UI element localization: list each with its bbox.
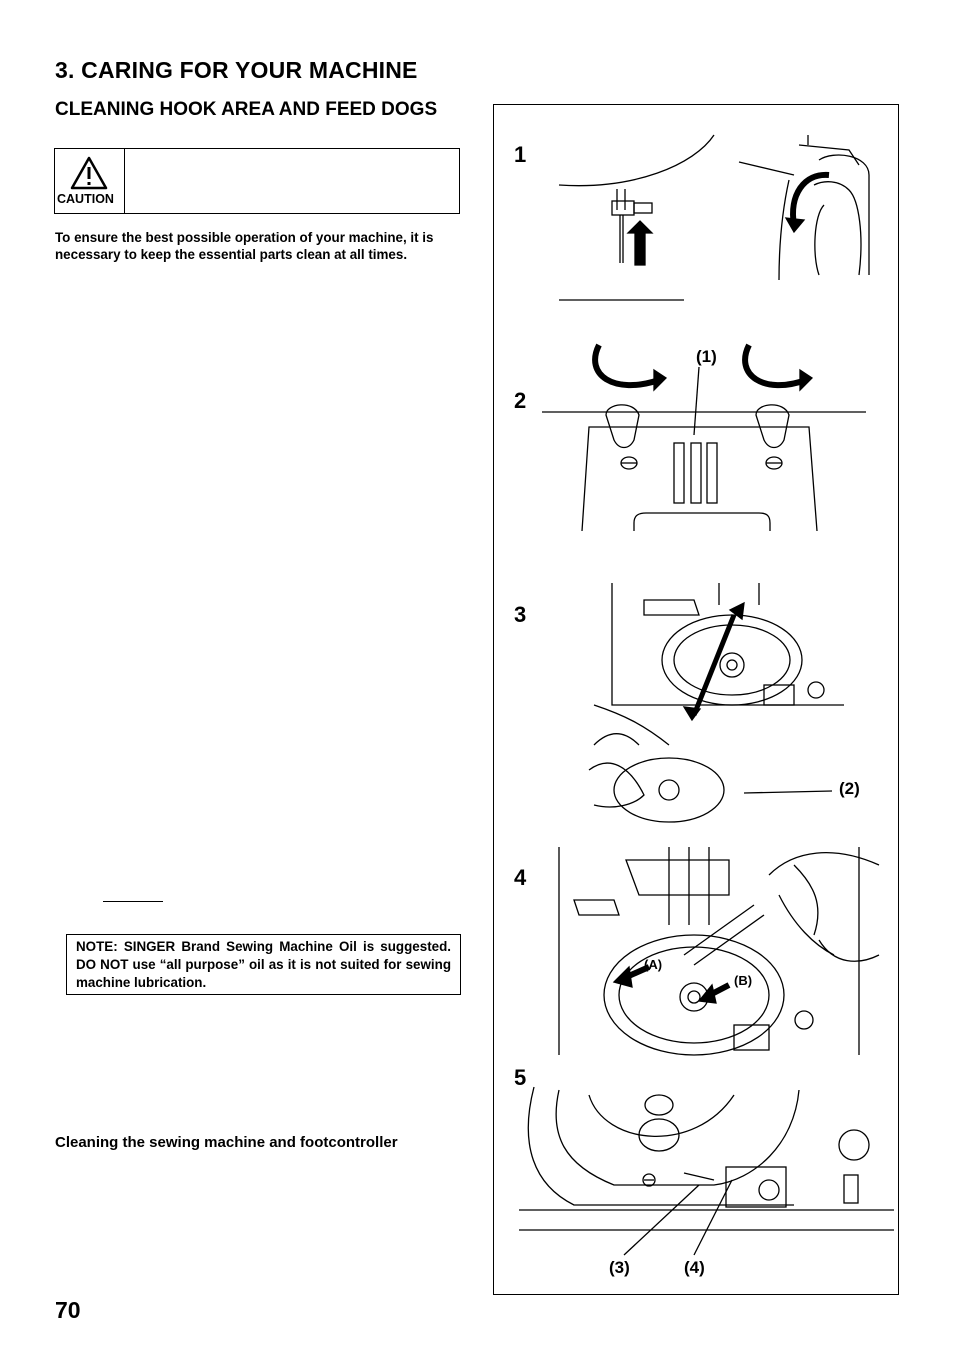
callout-a: (A) (644, 957, 662, 972)
caution-box: CAUTION (54, 148, 460, 214)
page-title: 3. CARING FOR YOUR MACHINE (55, 57, 418, 84)
bobbin-case-illustration (589, 583, 844, 822)
step-4-label: 4 (514, 865, 526, 891)
section-subtitle: CLEANING HOOK AREA AND FEED DOGS (55, 100, 455, 120)
handwheel-illustration (739, 135, 869, 280)
brush-cleaning-illustration (559, 847, 879, 1055)
step-2-label: 2 (514, 388, 526, 414)
screwdriver-arrow-right-icon (745, 345, 806, 385)
warning-triangle-icon (69, 155, 109, 191)
caution-label: CAUTION (57, 192, 114, 206)
illustration-panel: 1 2 3 4 5 (1) (2) (3) (4) (A) (B) (493, 104, 899, 1295)
step-1-label: 1 (514, 142, 526, 168)
intro-paragraph: To ensure the best possible operation of… (55, 229, 461, 263)
section-heading-cleaning: Cleaning the sewing machine and footcont… (55, 1134, 398, 1151)
step-3-label: 3 (514, 602, 526, 628)
divider-line (103, 901, 163, 902)
page-number: 70 (55, 1297, 81, 1324)
callout-2: (2) (839, 779, 860, 799)
callout-3: (3) (609, 1258, 630, 1278)
needle-plate-illustration (542, 367, 866, 531)
illustration-drawings (494, 105, 898, 1294)
caution-cell: CAUTION (55, 149, 125, 213)
hook-race-illustration (519, 1087, 894, 1255)
step-5-label: 5 (514, 1065, 526, 1091)
screwdriver-arrow-left-icon (595, 345, 659, 385)
remove-arrow-icon (694, 615, 734, 715)
up-arrow-icon (628, 221, 652, 265)
note-box: NOTE: SINGER Brand Sewing Machine Oil is… (66, 934, 461, 995)
callout-1: (1) (696, 347, 717, 367)
callout-b: (B) (734, 973, 752, 988)
callout-4: (4) (684, 1258, 705, 1278)
